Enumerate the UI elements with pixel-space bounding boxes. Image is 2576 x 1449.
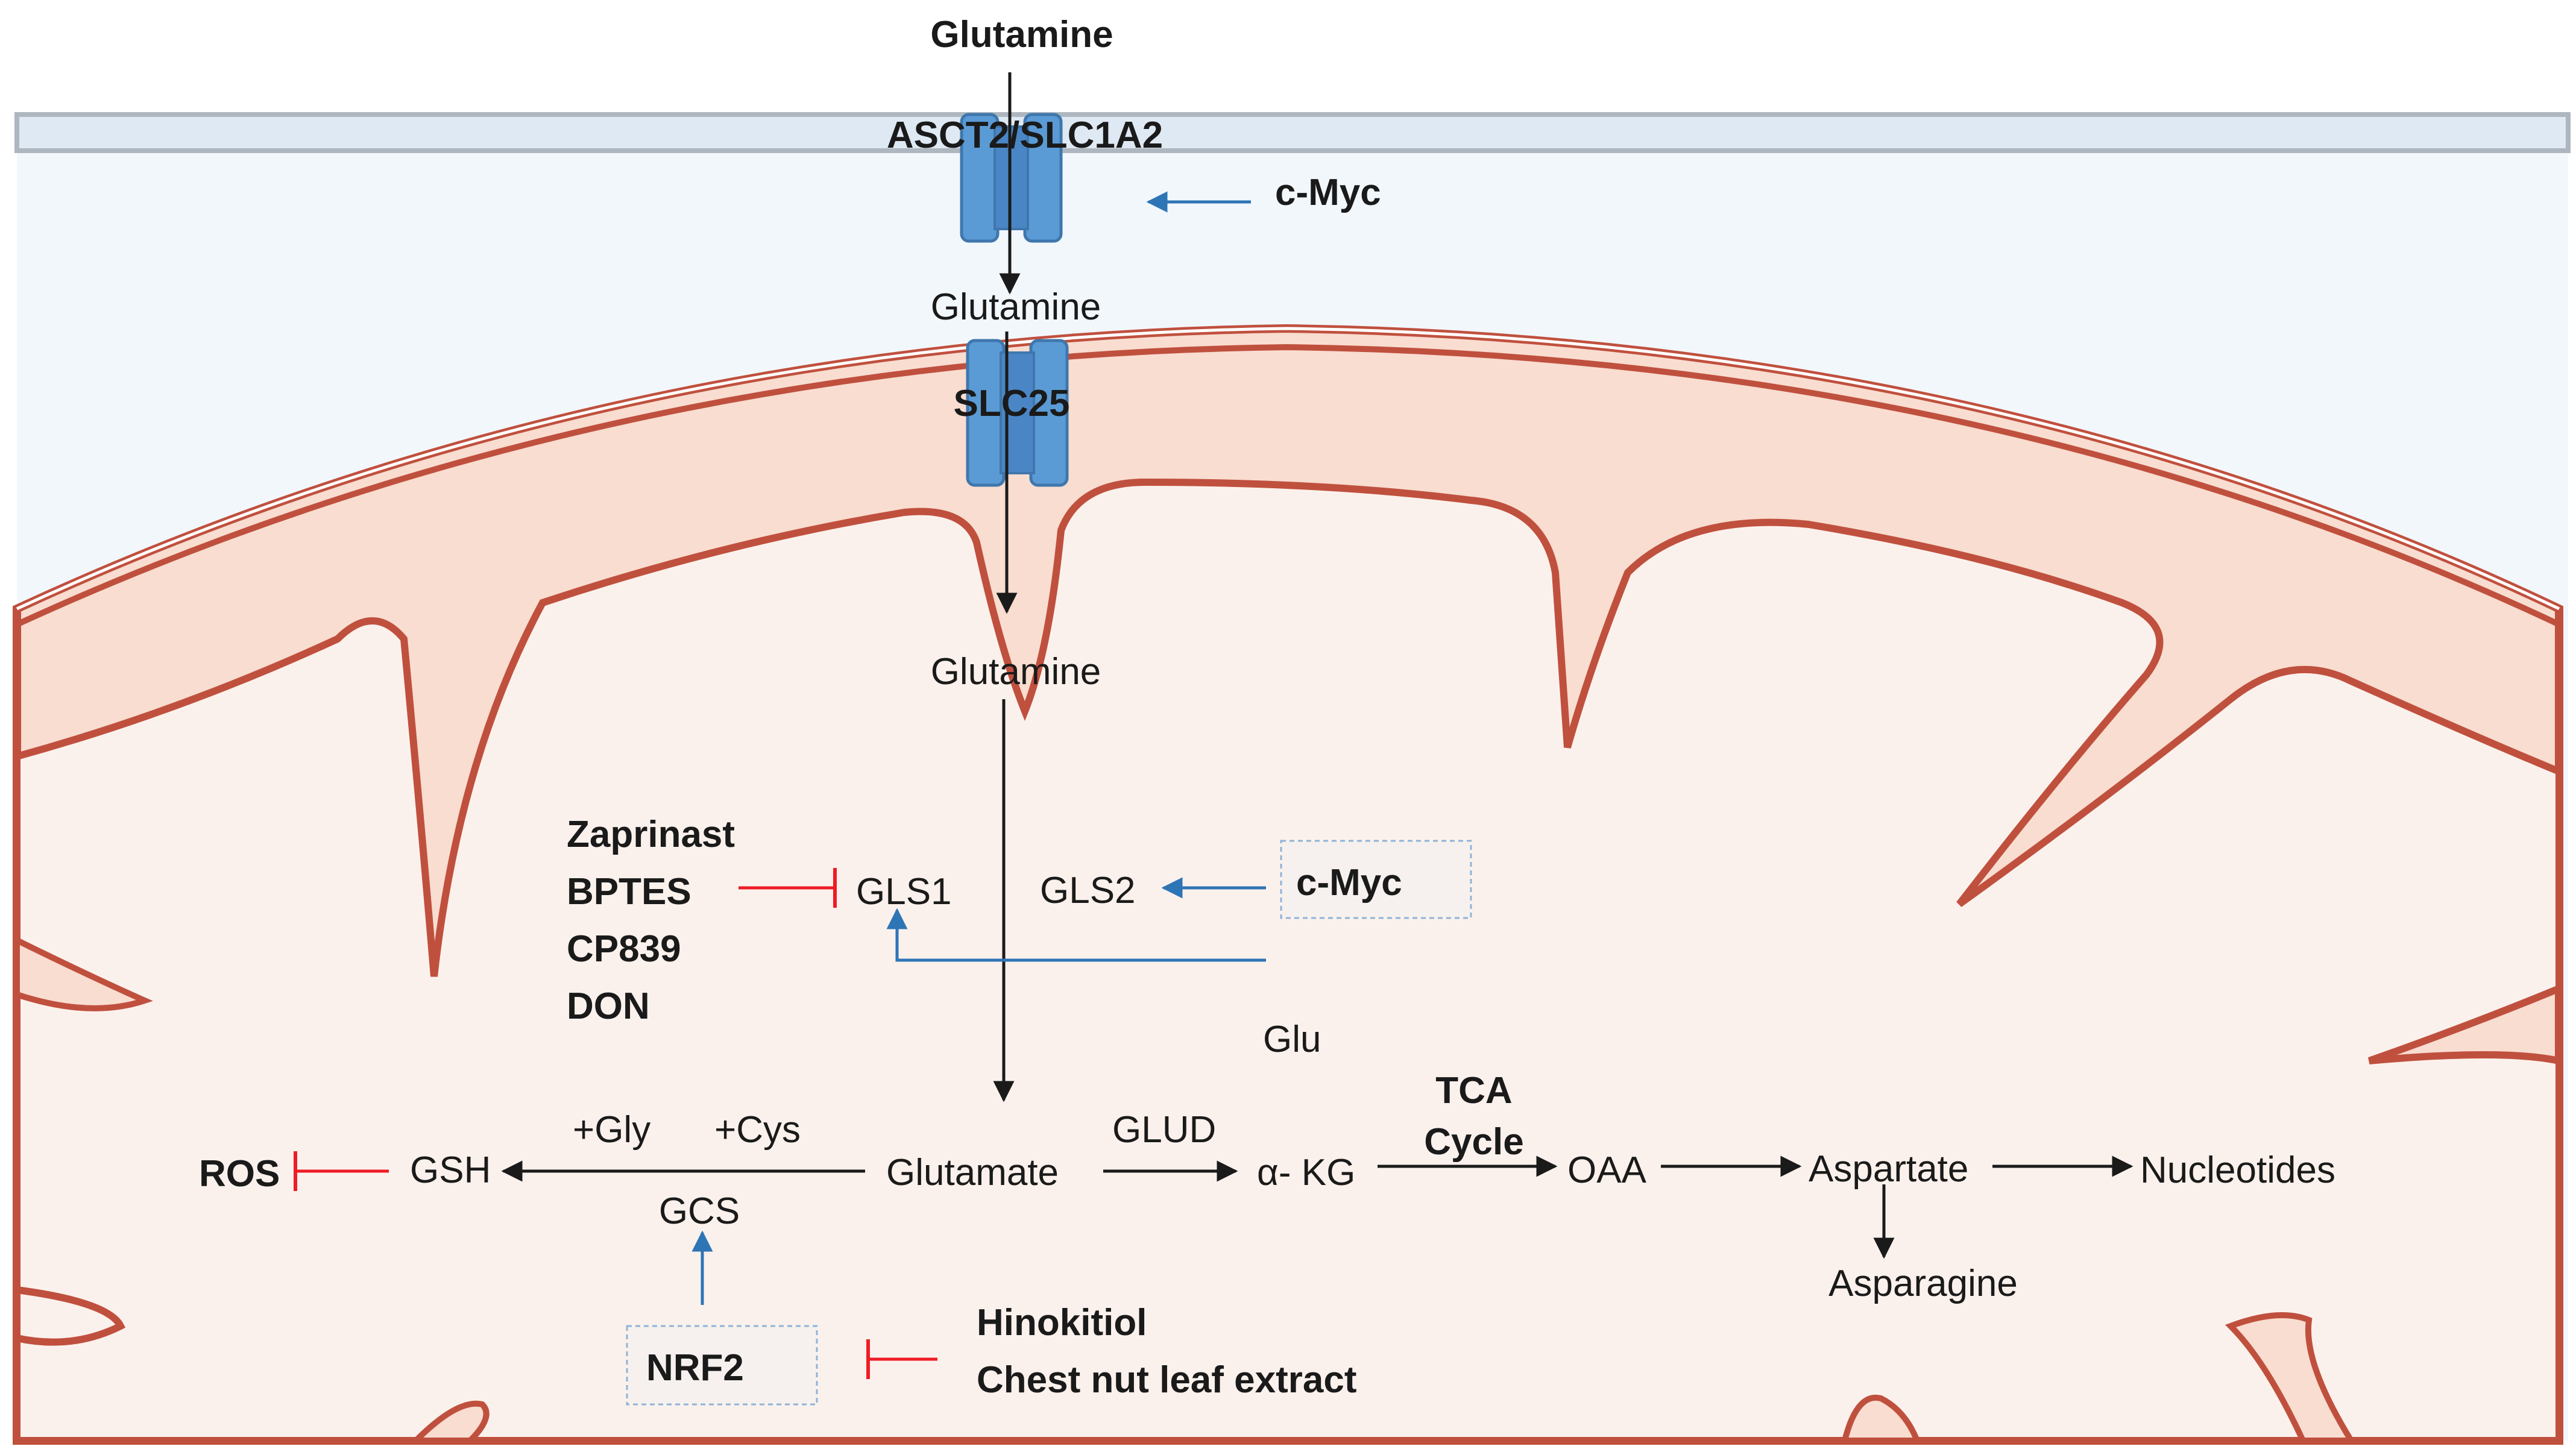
gly-label: +Gly bbox=[573, 1109, 650, 1151]
inhibitor-bptes: BPTES bbox=[567, 871, 691, 913]
glutamine-extracellular-label: Glutamine bbox=[930, 14, 1113, 55]
glu-label: Glu bbox=[1263, 1019, 1321, 1060]
glud-label: GLUD bbox=[1112, 1109, 1216, 1151]
arrow-cmyc-gls1 bbox=[886, 908, 1266, 962]
tca-label-line2: Cycle bbox=[1424, 1121, 1523, 1163]
gsh-label: GSH bbox=[410, 1149, 491, 1191]
inhibitor-zaprinast: Zaprinast bbox=[567, 814, 735, 855]
inhibitor-hinokitiol: Hinokitiol bbox=[977, 1302, 1147, 1344]
inhibitor-don: DON bbox=[567, 985, 650, 1027]
glutamine-mitochondria-label: Glutamine bbox=[931, 651, 1101, 693]
gcs-label: GCS bbox=[659, 1190, 740, 1232]
cmyc-mito-label: c-Myc bbox=[1296, 862, 1402, 904]
gls1-label: GLS1 bbox=[856, 871, 952, 913]
asct2-label: ASCT2/SLC1A2 bbox=[887, 115, 1163, 156]
cmyc-top-label: c-Myc bbox=[1275, 172, 1381, 213]
aspartate-label: Aspartate bbox=[1809, 1148, 1968, 1190]
inhibitor-chestnut-leaf-extract: Chest nut leaf extract bbox=[977, 1359, 1357, 1401]
tca-label-line1: TCA bbox=[1435, 1070, 1512, 1111]
nucleotides-label: Nucleotides bbox=[2140, 1149, 2335, 1191]
akg-label: α- KG bbox=[1257, 1152, 1355, 1193]
asct2-transporter bbox=[960, 113, 1063, 243]
plasma-membrane bbox=[14, 112, 2571, 153]
nrf2-box bbox=[626, 1325, 818, 1406]
inhibitor-cp839: CP839 bbox=[567, 928, 681, 970]
glutamate-label: Glutamate bbox=[886, 1152, 1059, 1193]
oaa-label: OAA bbox=[1567, 1149, 1647, 1191]
cmyc-box bbox=[1280, 840, 1472, 919]
asparagine-label: Asparagine bbox=[1828, 1263, 2018, 1304]
slc25-label: SLC25 bbox=[954, 383, 1070, 424]
glutamine-cytoplasm-label: Glutamine bbox=[931, 286, 1101, 328]
ros-label: ROS bbox=[199, 1153, 280, 1195]
gls2-label: GLS2 bbox=[1040, 870, 1136, 911]
nrf2-label: NRF2 bbox=[646, 1347, 744, 1389]
cys-label: +Cys bbox=[714, 1109, 801, 1151]
mitochondrial-matrix bbox=[13, 478, 2563, 1444]
